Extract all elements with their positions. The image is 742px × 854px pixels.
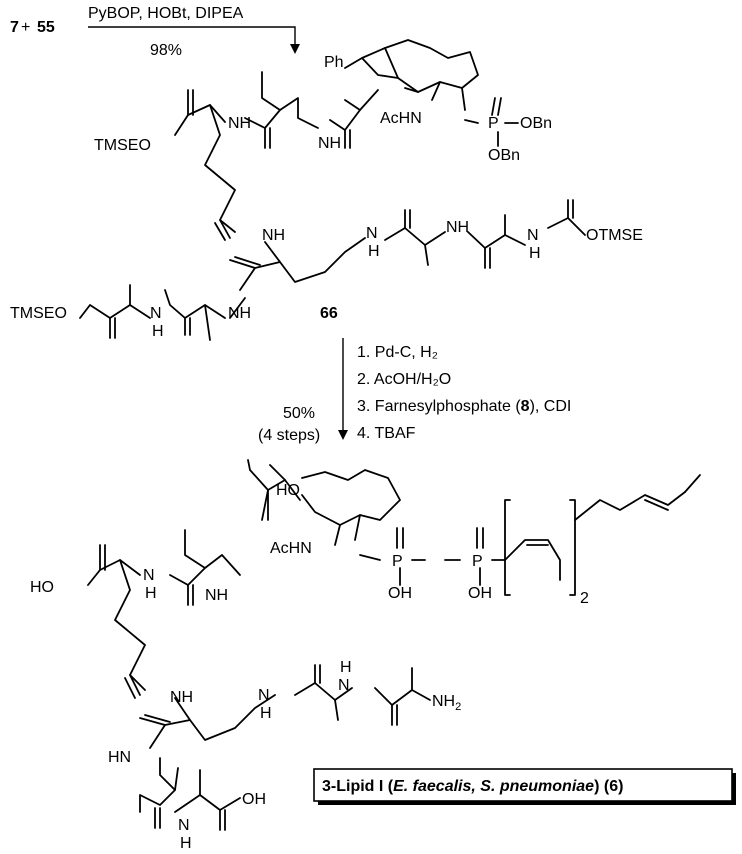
phosphorus-2: P [472, 553, 483, 570]
compound-66-label: 66 [320, 305, 338, 322]
compound-66-structure [79, 39, 586, 341]
n-ala2-6: N [338, 677, 350, 694]
tmseo-bottom: TMSEO [10, 305, 67, 322]
h-lys-eps-6: H [260, 705, 272, 722]
ph-group: Ph [324, 54, 344, 71]
reaction2-step2: 2. AcOH/H₂O [357, 371, 451, 388]
product-label: 3-Lipid I (E. faecalis, S. pneumoniae) (… [322, 778, 623, 795]
phosphorus-66: P [488, 115, 499, 132]
n-ala-bottom: N [150, 305, 162, 322]
otmse-group: OTMSE [586, 227, 643, 244]
nh-glu: NH [228, 115, 251, 132]
nh-lys-alpha: NH [228, 305, 251, 322]
nh-ala: NH [318, 135, 341, 152]
n-lys-eps: N [366, 225, 378, 242]
reactant-55: 55 [37, 19, 55, 36]
oh-phosphate-2: OH [468, 585, 492, 602]
reaction2-step1: 1. Pd-C, H₂ [357, 344, 438, 361]
ho-sugar: HO [276, 482, 300, 499]
reaction2-step3: 3. Farnesylphosphate (8), CDI [357, 398, 571, 415]
product-6-structure [87, 459, 701, 831]
h-ala-bottom: H [152, 323, 164, 340]
repeat-count: 2 [580, 590, 589, 607]
product-label-box: 3-Lipid I (E. faecalis, S. pneumoniae) (… [313, 768, 736, 805]
reactant-7: 7 [10, 19, 19, 36]
nh-lys-6: NH [170, 689, 193, 706]
h-glu-6: H [145, 585, 157, 602]
phosphorus-1: P [392, 553, 403, 570]
h-ala-terminal: H [180, 835, 192, 852]
achn-group-66: AcHN [380, 110, 422, 127]
n-lys-eps-6: N [258, 687, 270, 704]
reaction2-step4: 4. TBAF [357, 425, 416, 442]
achn-group-6: AcHN [270, 540, 312, 557]
h-carbamate: H [529, 245, 541, 262]
plus-sign: + [21, 19, 30, 36]
reaction1-reagents: PyBOP, HOBt, DIPEA [88, 5, 244, 22]
ho-acid: HO [30, 579, 54, 596]
reaction2-arrow [338, 338, 348, 440]
tmseo-top: TMSEO [94, 137, 151, 154]
reaction1-yield: 98% [150, 42, 182, 59]
oh-terminal: OH [242, 791, 266, 808]
h-ala2-6: H [340, 659, 352, 676]
nh-ala2: NH [446, 219, 469, 236]
obn-group-1: OBn [520, 115, 552, 132]
reaction2-yield: 50% [283, 405, 315, 422]
oh-phosphate-1: OH [388, 585, 412, 602]
h-lys-eps: H [368, 243, 380, 260]
reaction2-yield-note: (4 steps) [258, 427, 320, 444]
nh2-terminal: NH2 [432, 693, 461, 713]
obn-group-2: OBn [488, 147, 520, 164]
reaction1-arrow [88, 26, 300, 54]
hn-ala-bottom: HN [108, 749, 131, 766]
n-ala-terminal: N [178, 817, 190, 834]
nh-ala-6: NH [205, 587, 228, 604]
n-carbamate: N [527, 227, 539, 244]
n-glu-6: N [143, 567, 155, 584]
nh-lys: NH [262, 227, 285, 244]
